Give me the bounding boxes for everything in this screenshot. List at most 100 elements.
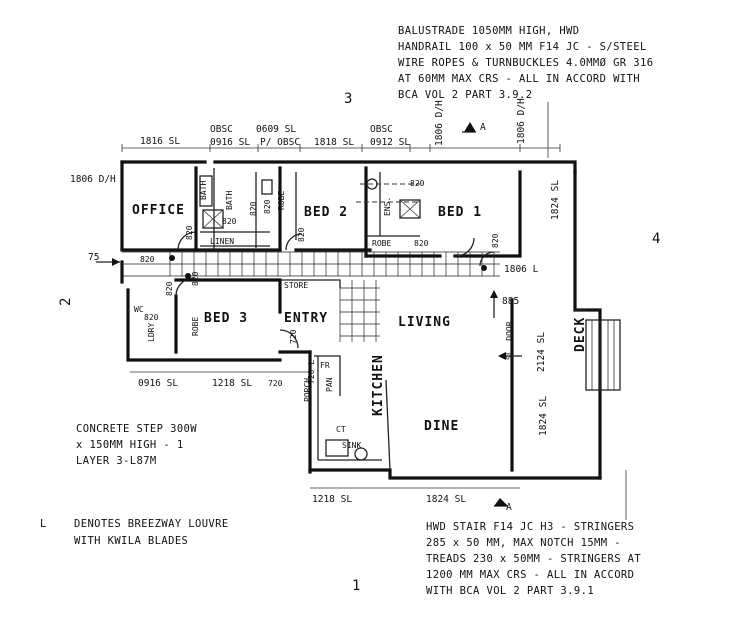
stair-note-line-1: HWD STAIR F14 JC H3 - STRINGERS — [426, 521, 634, 533]
smoke-alarm-icon-2 — [185, 273, 191, 279]
cooktop-icon — [325, 439, 349, 457]
room-entry: ENTRY — [284, 311, 328, 326]
section-arrow-top-icon — [464, 122, 476, 132]
stair-treads — [591, 320, 615, 390]
sink-icon — [354, 447, 368, 461]
kitchen-dine-divide — [385, 379, 391, 471]
sliding-door-label: SL. DOOR — [505, 321, 514, 360]
dim-1824sl-dine: 1824 SL — [538, 396, 549, 436]
room-ensuite: ENS. — [383, 197, 392, 216]
elevation-marker-1: 1 — [352, 578, 360, 594]
room-robe-bed1: ROBE — [372, 239, 391, 248]
entry-door-swing — [279, 329, 299, 349]
elevation-marker-4: 4 — [652, 231, 660, 247]
wc-label: WC — [134, 305, 144, 314]
ensuite-fixtures — [356, 183, 420, 203]
room-linen: LINEN — [210, 237, 234, 246]
stair-note-line-4: 1200 MM MAX CRS - ALL IN ACCORD — [426, 569, 634, 581]
dim-885: 885 — [502, 296, 519, 307]
room-porch: PORCH — [303, 378, 312, 402]
stair-outline — [585, 319, 621, 391]
section-marker-top: A — [462, 122, 486, 133]
smoke-alarm-icon-3 — [481, 265, 487, 271]
door-820-bath-v: 820 — [249, 201, 258, 216]
right-outer-wall — [573, 170, 602, 480]
dim-2124sl: 2124 SL — [536, 332, 547, 372]
step-note-line-2: x 150MM HIGH - 1 — [76, 439, 184, 451]
door-820-bed1: 820 — [491, 233, 500, 248]
louvre-key-letter: L — [40, 518, 47, 530]
smoke-alarm-icon-1 — [169, 255, 175, 261]
door-820-bath: 820 — [222, 217, 237, 226]
window-1806dh-v1: 1806 D/H — [434, 100, 445, 146]
section-label-top: A — [480, 122, 486, 133]
balustrade-note-line-4: AT 60MM MAX CRS - ALL IN ACCORD WITH — [398, 73, 640, 85]
door-820-ensuite: 820 — [410, 179, 425, 188]
room-bed1: BED 1 — [438, 205, 482, 220]
window-1218sl-bottom: 1218 SL — [212, 378, 252, 389]
louvre-note-line-2: WITH KWILA BLADES — [74, 535, 188, 547]
top-dimension-ticks — [121, 144, 561, 152]
door-720-entry: 720 — [289, 329, 298, 344]
interior-thin-walls — [213, 168, 381, 250]
pantry-label: PAN — [325, 377, 334, 392]
elevation-marker-2: 2 — [58, 298, 74, 306]
toilet-icon — [261, 179, 273, 195]
room-dine: DINE — [424, 419, 459, 434]
window-1824sl-bottom: 1824 SL — [426, 494, 466, 505]
louvre-note-line-1: DENOTES BREEZWAY LOUVRE — [74, 518, 229, 530]
bed3-door-swing — [175, 277, 195, 297]
window-1806dh-v2: 1806 D/H — [516, 98, 527, 144]
room-kitchen: KITCHEN — [371, 354, 386, 416]
window-obsc-1: OBSC — [210, 124, 233, 135]
window-1824sl-right: 1824 SL — [550, 180, 561, 220]
window-p-obsc: P/ OBSC — [260, 137, 300, 148]
house-walls — [120, 160, 602, 480]
deck-stair — [585, 319, 621, 391]
door-820-laundry: 820 — [165, 281, 174, 296]
sliding-door-arrow-left-icon — [498, 352, 506, 360]
room-store: STORE — [284, 281, 308, 290]
window-1818sl: 1818 SL — [314, 137, 354, 148]
door-820-bed3: 820 — [191, 271, 200, 286]
room-robe-bed3: ROBE — [191, 317, 200, 336]
step-note-line-3: LAYER 3-L87M — [76, 455, 157, 467]
window-0609sl: 0609 SL — [256, 124, 296, 135]
window-1806dh-left: 1806 D/H — [70, 174, 116, 185]
louvre-legend: L DENOTES BREEZWAY LOUVRE WITH KWILA BLA… — [40, 518, 229, 547]
balustrade-note-line-5: BCA VOL 2 PART 3.9.2 — [398, 89, 532, 101]
window-1806l: 1806 L — [504, 264, 539, 275]
cooktop-label: CT — [336, 425, 346, 434]
section-arrow-bottom-icon — [494, 498, 508, 506]
step-arrow-icon — [112, 258, 120, 266]
window-0916sl-bottom: 0916 SL — [138, 378, 178, 389]
room-deck: DECK — [573, 317, 588, 352]
step-note-line-1: CONCRETE STEP 300W — [76, 423, 197, 435]
room-bed3: BED 3 — [204, 311, 248, 326]
door-820-bed2: 820 — [297, 227, 306, 242]
sink-label: SINK — [342, 441, 361, 450]
elevation-marker-3: 3 — [344, 91, 352, 107]
step-level-75: 75 — [88, 252, 99, 263]
pantry-fridge-box — [314, 355, 341, 396]
balustrade-note-line-2: HANDRAIL 100 x 50 MM F14 JC - S/STEEL — [398, 41, 647, 53]
office-door-swing — [177, 231, 197, 251]
living-arrow-up-icon — [490, 290, 498, 298]
ensuite-shower-cross-icon — [399, 199, 421, 219]
bath-tub-icon — [199, 175, 213, 207]
fridge-label: FR — [320, 361, 330, 370]
window-1816sl-top: 1816 SL — [140, 136, 180, 147]
kitchen-benches — [317, 356, 382, 461]
section-marker-bottom: A — [494, 498, 512, 513]
room-laundry: LDRY — [147, 323, 156, 342]
concrete-step-note: CONCRETE STEP 300W x 150MM HIGH - 1 LAYE… — [76, 423, 197, 467]
door-720-porch: 720 — [268, 379, 283, 388]
ensuite-shower-icon — [399, 199, 421, 219]
door-820-robe1: 820 — [414, 239, 429, 248]
window-0916sl: 0916 SL — [210, 137, 250, 148]
bath-shower-icon — [202, 209, 224, 229]
hall-door-swing — [479, 251, 495, 267]
left-outer-wall-lower — [126, 288, 282, 362]
stair-note: HWD STAIR F14 JC H3 - STRINGERS 285 x 50… — [426, 521, 641, 597]
room-bed2: BED 2 — [304, 205, 348, 220]
